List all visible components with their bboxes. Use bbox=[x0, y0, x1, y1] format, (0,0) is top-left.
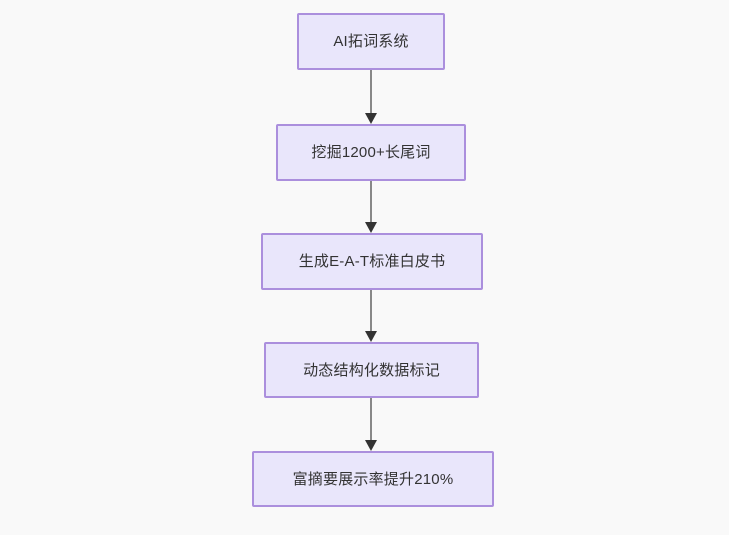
flowchart-node-label: 生成E-A-T标准白皮书 bbox=[298, 253, 446, 270]
flowchart-node-ai-keyword-system[interactable]: AI拓词系统 bbox=[297, 13, 445, 70]
flowchart-node-label: 富摘要展示率提升210% bbox=[292, 470, 454, 488]
flowchart-node-label: 挖掘1200+长尾词 bbox=[311, 144, 431, 161]
flowchart-node-label: AI拓词系统 bbox=[333, 33, 409, 50]
edge-n1-n2 bbox=[361, 68, 381, 126]
flowchart-node-generate-eat-whitepaper[interactable]: 生成E-A-T标准白皮书 bbox=[261, 233, 483, 290]
flowchart-node-mine-longtail-keywords[interactable]: 挖掘1200+长尾词 bbox=[276, 124, 466, 181]
flowchart-node-dynamic-structured-data-markup[interactable]: 动态结构化数据标记 bbox=[264, 342, 479, 398]
flowchart-node-label: 动态结构化数据标记 bbox=[303, 361, 440, 379]
edge-n2-n3 bbox=[361, 179, 381, 235]
flowchart-node-rich-snippet-impression-lift[interactable]: 富摘要展示率提升210% bbox=[252, 451, 494, 507]
edge-n4-n5 bbox=[361, 396, 381, 453]
edge-n3-n4 bbox=[361, 288, 381, 344]
